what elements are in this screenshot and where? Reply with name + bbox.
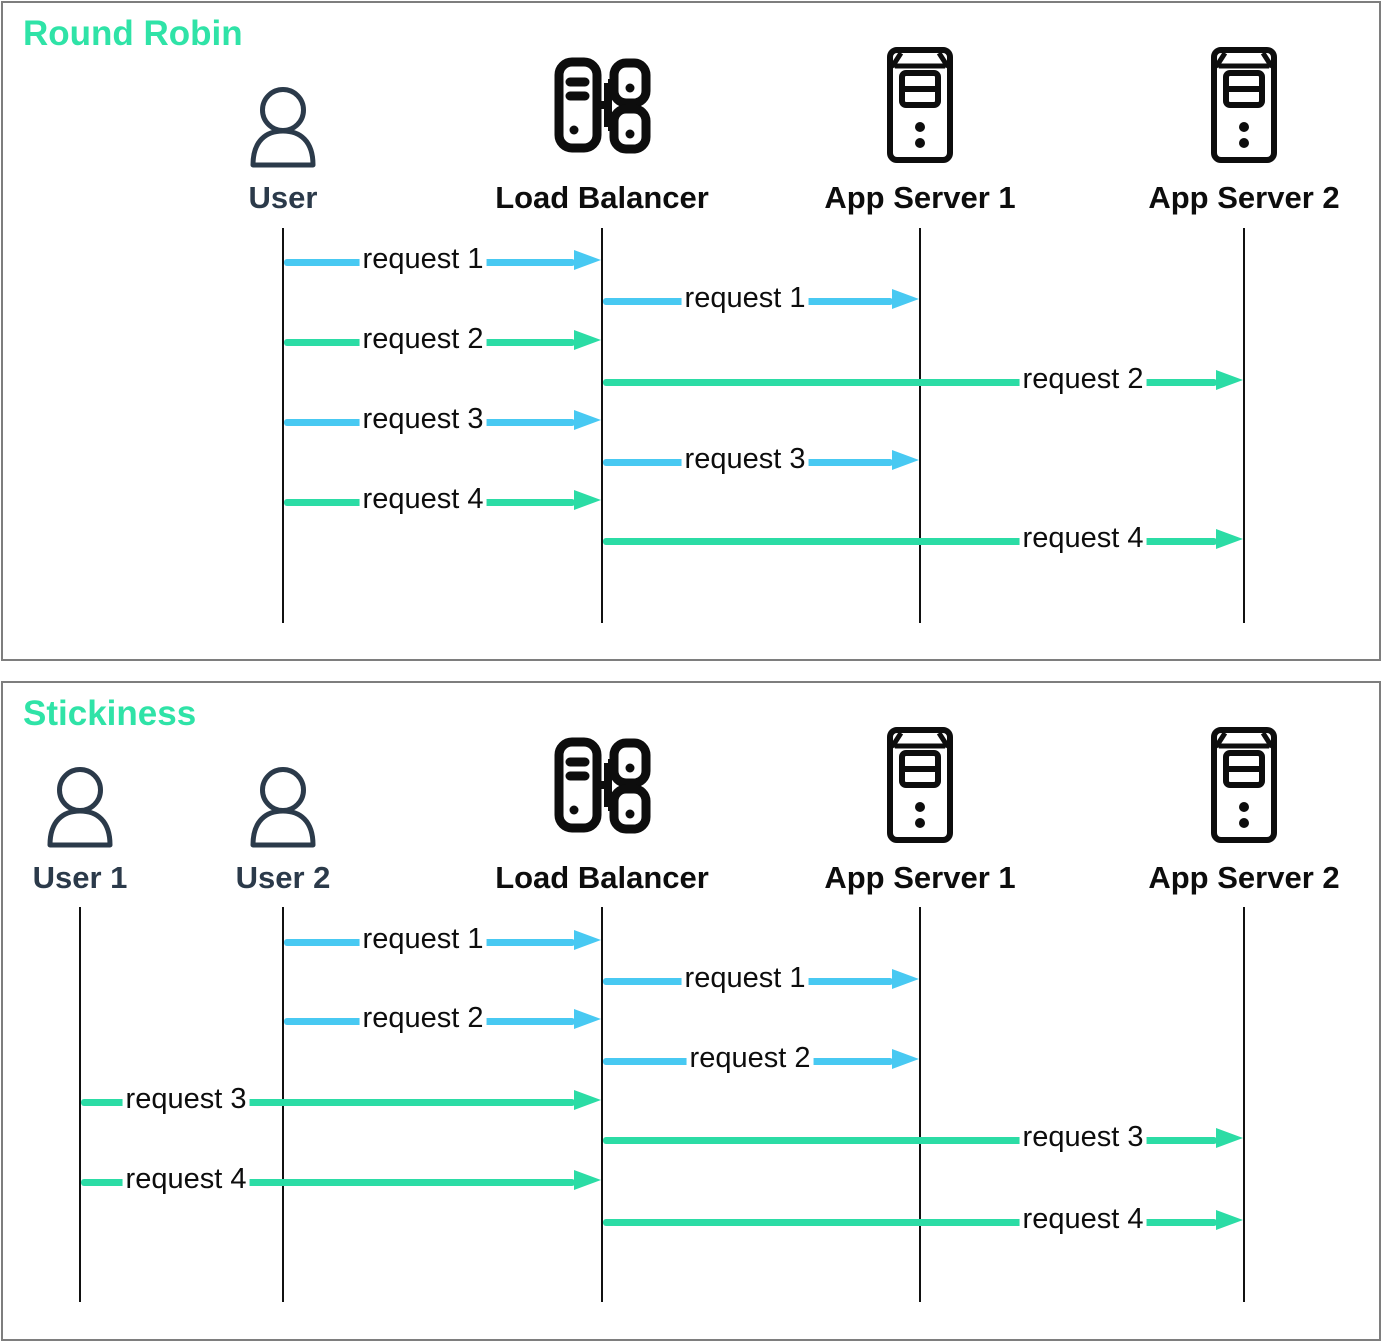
- actor-as2: App Server 2: [1114, 707, 1374, 895]
- message-label: request 1: [681, 280, 809, 316]
- message-label: request 2: [1019, 361, 1147, 397]
- server-icon: [1211, 727, 1277, 843]
- message-label: request 4: [1019, 520, 1147, 556]
- arrowhead-icon: [574, 1090, 601, 1110]
- stickiness-panel: Stickiness User 1 User 2 Load Balancer App …: [1, 681, 1381, 1341]
- actor-label: User 1: [32, 860, 128, 895]
- arrowhead-icon: [574, 410, 601, 430]
- arrowhead-icon: [574, 1170, 601, 1190]
- arrowhead-icon: [892, 969, 919, 989]
- message-label: request 3: [122, 1081, 250, 1117]
- message-label: request 3: [1019, 1119, 1147, 1155]
- actor-label: App Server 2: [1148, 860, 1340, 895]
- server-icon: [1211, 47, 1277, 163]
- message-label: request 3: [359, 401, 487, 437]
- actor-as1: App Server 1: [790, 27, 1050, 215]
- person-icon: [249, 85, 317, 169]
- arrowhead-icon: [574, 250, 601, 270]
- message-label: request 4: [122, 1161, 250, 1197]
- lifeline-user: [282, 228, 284, 623]
- actor-user2: User 2: [153, 707, 413, 895]
- arrowhead-icon: [1216, 1128, 1243, 1148]
- arrowhead-icon: [574, 1009, 601, 1029]
- message-label: request 4: [1019, 1201, 1147, 1237]
- round-robin-panel: Round Robin User Load Balancer App Server …: [1, 1, 1381, 661]
- panel-title: Round Robin: [23, 14, 243, 53]
- actor-label: Load Balancer: [495, 860, 709, 895]
- arrowhead-icon: [892, 1049, 919, 1069]
- lifeline-as1: [919, 907, 921, 1302]
- panel-title: Stickiness: [23, 694, 197, 733]
- actor-label: App Server 1: [824, 180, 1016, 215]
- message-label: request 1: [359, 921, 487, 957]
- message-label: request 4: [359, 481, 487, 517]
- lifeline-lb: [601, 228, 603, 623]
- actor-label: User 2: [235, 860, 331, 895]
- actor-label: User: [248, 180, 318, 215]
- lifeline-as1: [919, 228, 921, 623]
- actor-lb: Load Balancer: [472, 707, 732, 895]
- person-icon: [46, 765, 114, 849]
- lifeline-lb: [601, 907, 603, 1302]
- actor-as2: App Server 2: [1114, 27, 1374, 215]
- arrowhead-icon: [574, 330, 601, 350]
- arrowhead-icon: [574, 490, 601, 510]
- lifeline-as2: [1243, 228, 1245, 623]
- message-label: request 1: [681, 960, 809, 996]
- message-label: request 2: [359, 1000, 487, 1036]
- actor-user1: User 1: [0, 707, 210, 895]
- actor-as1: App Server 1: [790, 707, 1050, 895]
- message-label: request 2: [686, 1040, 814, 1076]
- lifeline-user1: [79, 907, 81, 1302]
- actor-label: App Server 1: [824, 860, 1016, 895]
- person-icon: [249, 765, 317, 849]
- arrowhead-icon: [1216, 1210, 1243, 1230]
- actor-label: Load Balancer: [495, 180, 709, 215]
- lifeline-as2: [1243, 907, 1245, 1302]
- arrowhead-icon: [1216, 529, 1243, 549]
- server-icon: [887, 47, 953, 163]
- server-icon: [887, 727, 953, 843]
- actor-label: App Server 2: [1148, 180, 1340, 215]
- load-balancer-icon: [552, 53, 652, 155]
- message-label: request 2: [359, 321, 487, 357]
- message-label: request 3: [681, 441, 809, 477]
- actor-user: User: [153, 27, 413, 215]
- message-label: request 1: [359, 241, 487, 277]
- arrowhead-icon: [892, 289, 919, 309]
- actor-lb: Load Balancer: [472, 27, 732, 215]
- load-balancer-icon: [552, 733, 652, 835]
- arrowhead-icon: [574, 930, 601, 950]
- arrowhead-icon: [892, 450, 919, 470]
- arrowhead-icon: [1216, 370, 1243, 390]
